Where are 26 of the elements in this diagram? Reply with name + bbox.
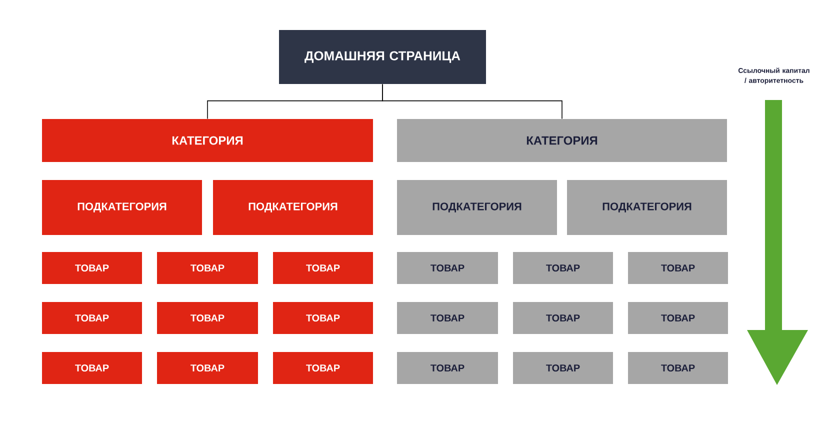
product-box: ТОВАР	[628, 302, 728, 334]
product-box: ТОВАР	[397, 302, 498, 334]
subcategory-box: ПОДКАТЕГОРИЯ	[567, 180, 727, 235]
subcategory-box: ПОДКАТЕГОРИЯ	[213, 180, 373, 235]
product-box: ТОВАР	[513, 352, 613, 384]
product-box: ТОВАР	[157, 252, 258, 284]
product-box: ТОВАР	[42, 352, 142, 384]
product-box: ТОВАР	[397, 252, 498, 284]
product-box: ТОВАР	[157, 352, 258, 384]
product-box: ТОВАР	[273, 352, 373, 384]
product-box: ТОВАР	[157, 302, 258, 334]
product-box: ТОВАР	[628, 252, 728, 284]
subcategory-box: ПОДКАТЕГОРИЯ	[397, 180, 557, 235]
product-box: ТОВАР	[513, 252, 613, 284]
product-box: ТОВАР	[273, 302, 373, 334]
connector-line	[382, 84, 562, 120]
subcategory-box: ПОДКАТЕГОРИЯ	[42, 180, 202, 235]
category-box: КАТЕГОРИЯ	[397, 119, 727, 162]
product-box: ТОВАР	[397, 352, 498, 384]
product-box: ТОВАР	[42, 302, 142, 334]
category-box: КАТЕГОРИЯ	[42, 119, 373, 162]
product-box: ТОВАР	[513, 302, 613, 334]
product-box: ТОВАР	[42, 252, 142, 284]
product-box: ТОВАР	[628, 352, 728, 384]
home-box: ДОМАШНЯЯ СТРАНИЦА	[279, 30, 486, 84]
product-box: ТОВАР	[273, 252, 373, 284]
